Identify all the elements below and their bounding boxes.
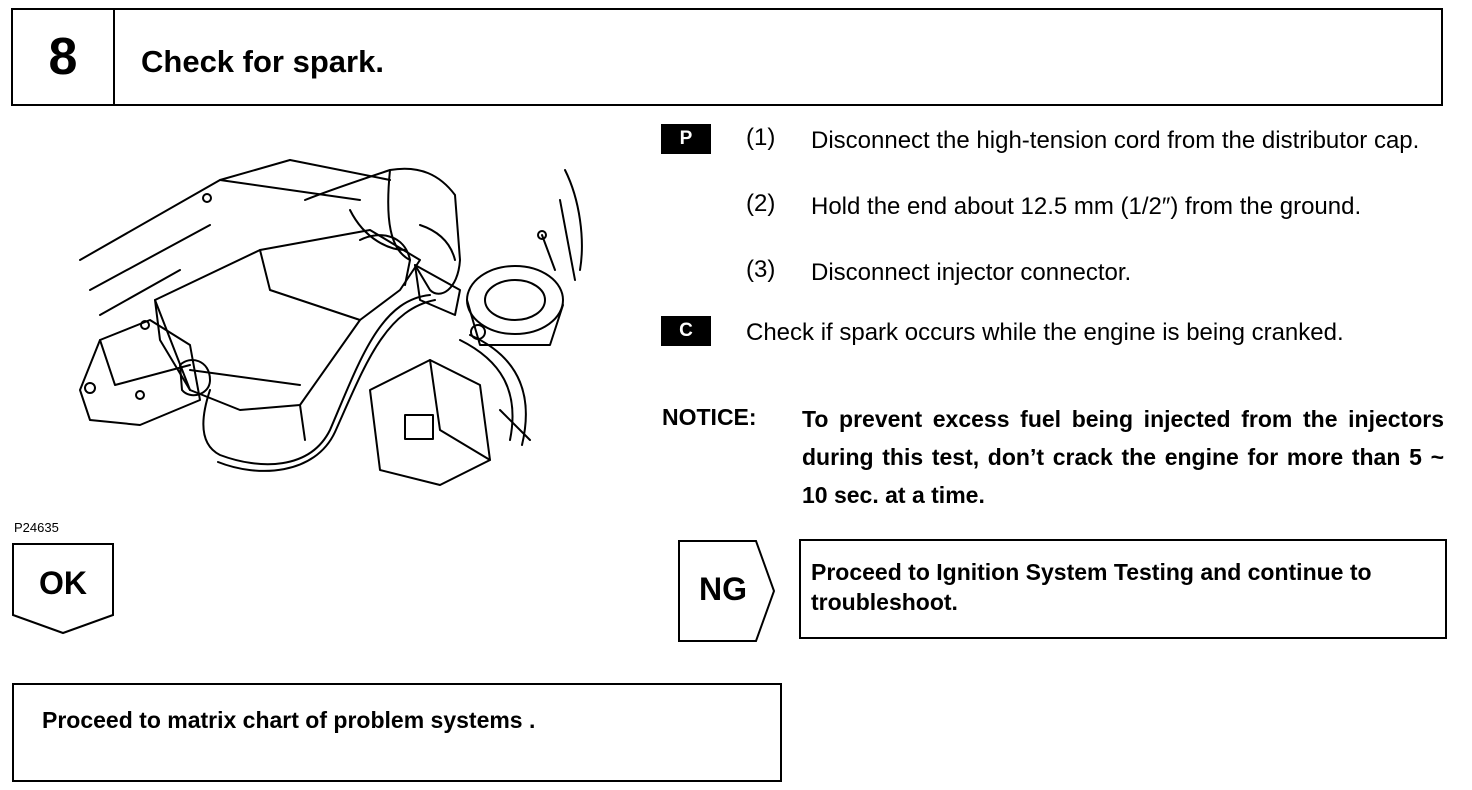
ok-label: OK [39, 565, 87, 601]
step-number: 8 [13, 10, 115, 104]
step-number-1: (1) [746, 124, 776, 151]
check-text: Check if spark occurs while the engine i… [746, 319, 1344, 346]
ok-arrow-icon [12, 543, 114, 635]
step-header: 8 Check for spark. [11, 8, 1443, 106]
notice-text: To prevent excess fuel being injected fr… [802, 406, 1444, 508]
check-tag: C [661, 316, 711, 346]
ng-arrow-icon [678, 540, 776, 642]
step-number-2: (2) [746, 190, 776, 217]
ng-result-text: Proceed to Ignition System Testing and c… [811, 559, 1372, 615]
ok-result-box: Proceed to matrix chart of problem syste… [12, 683, 782, 782]
step-text-3: Disconnect injector connector. [811, 259, 1132, 286]
ng-label: NG [699, 571, 747, 607]
ok-result-text: Proceed to matrix chart of problem syste… [42, 707, 536, 733]
engine-spark-test-illustration-icon [79, 159, 583, 486]
procedure-tag: P [661, 124, 711, 154]
step-title: Check for spark. [141, 44, 384, 79]
ng-result-box: Proceed to Ignition System Testing and c… [799, 539, 1447, 639]
figure-code: P24635 [14, 520, 59, 535]
notice-label: NOTICE: [662, 404, 757, 430]
step-number-3: (3) [746, 256, 776, 283]
step-text-2: Hold the end about 12.5 mm (1/2″) from t… [811, 193, 1362, 220]
step-text-1: Disconnect the high-tension cord from th… [811, 127, 1420, 154]
